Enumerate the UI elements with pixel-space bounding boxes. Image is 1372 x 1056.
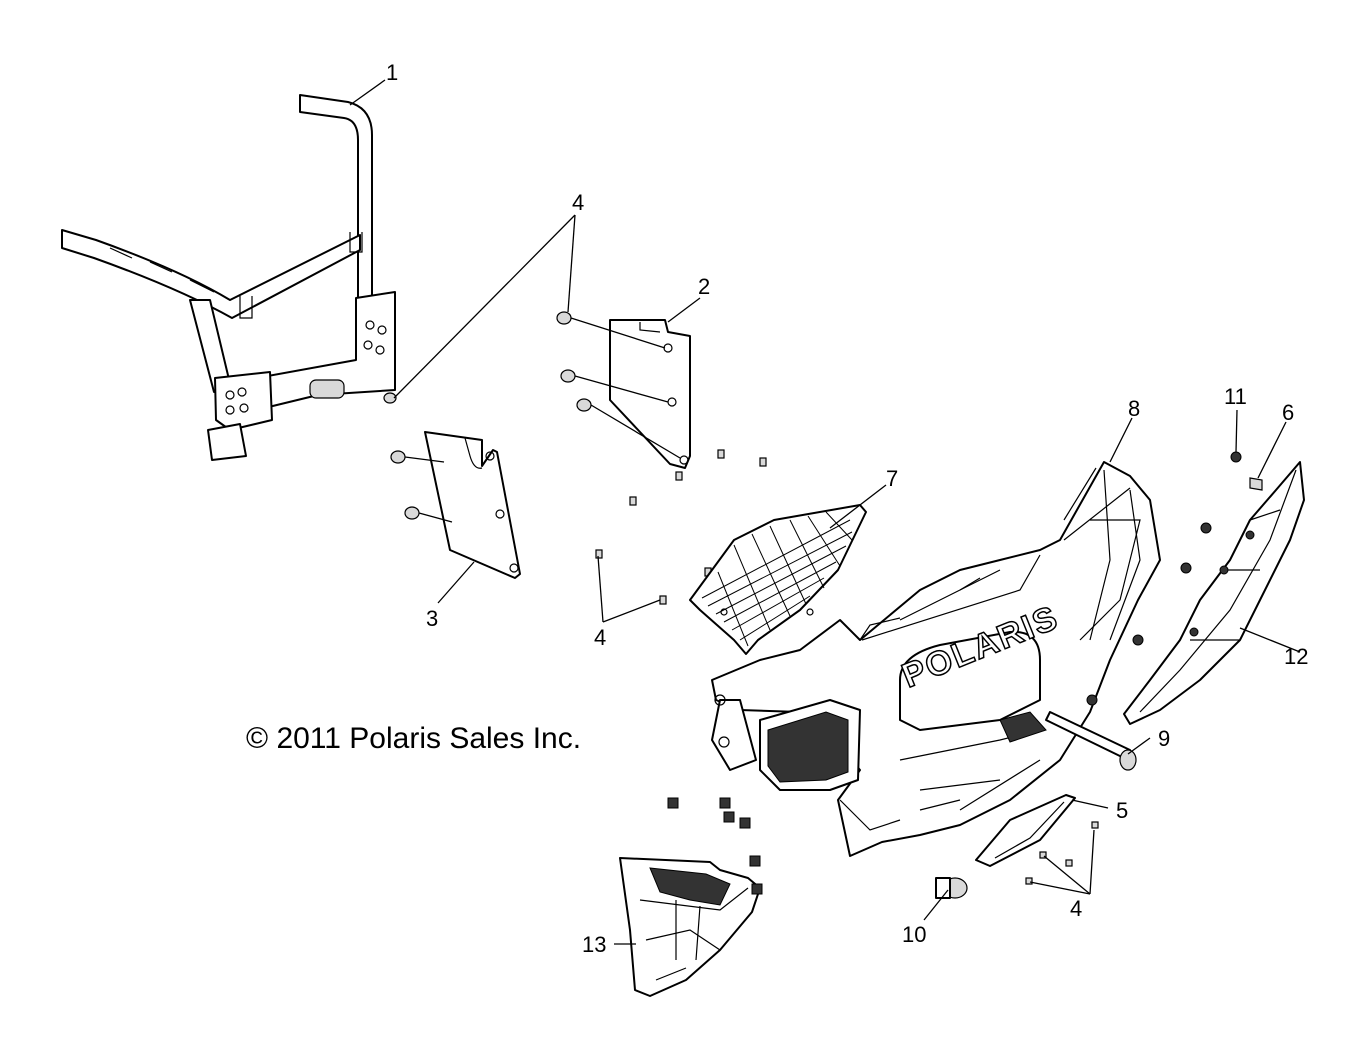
screw bbox=[675, 471, 683, 481]
screw bbox=[595, 549, 603, 559]
screw bbox=[717, 449, 725, 459]
part-7-grille bbox=[689, 504, 867, 655]
callout-8: 8 bbox=[1128, 396, 1140, 421]
callout-11: 11 bbox=[1224, 384, 1247, 409]
callout-3: 3 bbox=[426, 606, 438, 631]
screw bbox=[556, 311, 666, 349]
callout-7: 7 bbox=[886, 466, 898, 491]
leader-lines bbox=[349, 79, 1301, 945]
part-6-clip bbox=[1249, 477, 1263, 491]
screw bbox=[560, 369, 669, 403]
part-3-skid-plate bbox=[424, 431, 521, 579]
screw bbox=[390, 450, 445, 464]
callout-12: 12 bbox=[1284, 644, 1308, 669]
part-10-bushing bbox=[935, 877, 968, 899]
screw bbox=[759, 457, 767, 467]
nuts bbox=[1086, 522, 1212, 706]
part-4-fasteners bbox=[383, 311, 1099, 885]
part-5-lower-panel bbox=[975, 794, 1076, 867]
screw bbox=[659, 595, 667, 605]
screw bbox=[383, 392, 397, 404]
screw bbox=[1025, 877, 1033, 885]
screw bbox=[629, 496, 637, 506]
part-12-side-panel bbox=[1123, 461, 1305, 725]
screw bbox=[404, 506, 453, 523]
callout-5: 5 bbox=[1116, 798, 1128, 823]
callout-6: 6 bbox=[1282, 400, 1294, 425]
part-11-nut bbox=[1230, 451, 1242, 463]
callout-9: 9 bbox=[1158, 726, 1170, 751]
callout-4-middle: 4 bbox=[594, 625, 606, 650]
callout-labels: 1 2 3 4 4 4 5 6 7 8 9 10 11 12 13 bbox=[386, 60, 1308, 957]
callout-4-bottom: 4 bbox=[1070, 896, 1082, 921]
callout-2: 2 bbox=[698, 274, 710, 299]
part-9-bolt bbox=[1045, 711, 1137, 771]
part-13-hardware bbox=[667, 797, 763, 895]
part-8-front-fascia: POLARIS bbox=[711, 461, 1161, 857]
callout-13: 13 bbox=[582, 932, 606, 957]
part-1-bumper-frame bbox=[61, 94, 396, 461]
callout-10: 10 bbox=[902, 922, 926, 947]
screw bbox=[1091, 821, 1099, 829]
part-13-corner-panel bbox=[619, 857, 761, 997]
screw bbox=[576, 398, 681, 459]
callout-4-top: 4 bbox=[572, 190, 584, 215]
copyright-notice: © 2011 Polaris Sales Inc. bbox=[246, 722, 581, 755]
callout-1: 1 bbox=[386, 60, 398, 85]
screw bbox=[1065, 859, 1073, 867]
screw bbox=[1039, 851, 1047, 859]
part-2-skid-plate bbox=[609, 319, 691, 469]
